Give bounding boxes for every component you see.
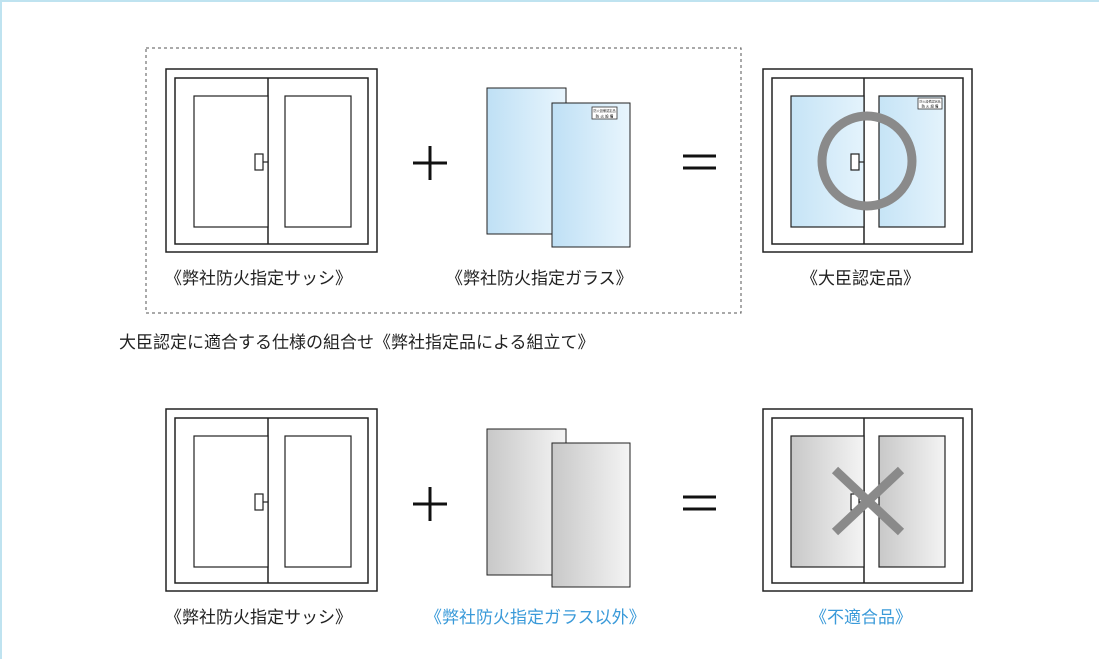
cross-ng-icon [831, 466, 905, 536]
sticker-line1: 防火設備認定品 [919, 99, 940, 104]
compatible-set-caption: 大臣認定に適合する仕様の組合せ《弊社指定品による組立て》 [119, 333, 595, 353]
sticker-line1: 防火設備認定品 [593, 108, 615, 113]
plus-icon [413, 146, 447, 180]
sash-window-1 [165, 68, 378, 253]
equals-icon [683, 154, 716, 170]
sash-label-1: 《弊社防火指定サッシ》 [165, 269, 352, 289]
plus-icon [413, 487, 447, 521]
glass-label-1: 《弊社防火指定ガラス》 [446, 269, 633, 289]
latch-icon [850, 153, 860, 171]
certification-sticker [917, 97, 943, 110]
other-glass-panes [486, 428, 631, 588]
sash-label-2: 《弊社防火指定サッシ》 [165, 608, 352, 628]
sticker-line2: 防 火 設 備 [922, 104, 939, 109]
latch-icon [254, 153, 264, 171]
certification-sticker [591, 106, 618, 120]
sash-window-2 [165, 408, 378, 592]
approved-window: 防火設備認定品 防 火 設 備 [762, 68, 973, 253]
sticker-line2: 防 火 設 備 [596, 114, 614, 119]
glass-label-other: 《弊社防火指定ガラス以外》 [425, 608, 646, 628]
result-label-approved: 《大臣認定品》 [801, 269, 920, 289]
latch-icon [254, 493, 264, 511]
equals-icon [683, 495, 716, 511]
noncompliant-window [762, 408, 973, 592]
fireproof-glass-panes: 防火設備認定品 防 火 設 備 [486, 87, 631, 248]
compatible-set-frame [145, 47, 742, 314]
result-label-noncompliant: 《不適合品》 [810, 608, 912, 628]
circle-ok-icon [817, 111, 917, 211]
